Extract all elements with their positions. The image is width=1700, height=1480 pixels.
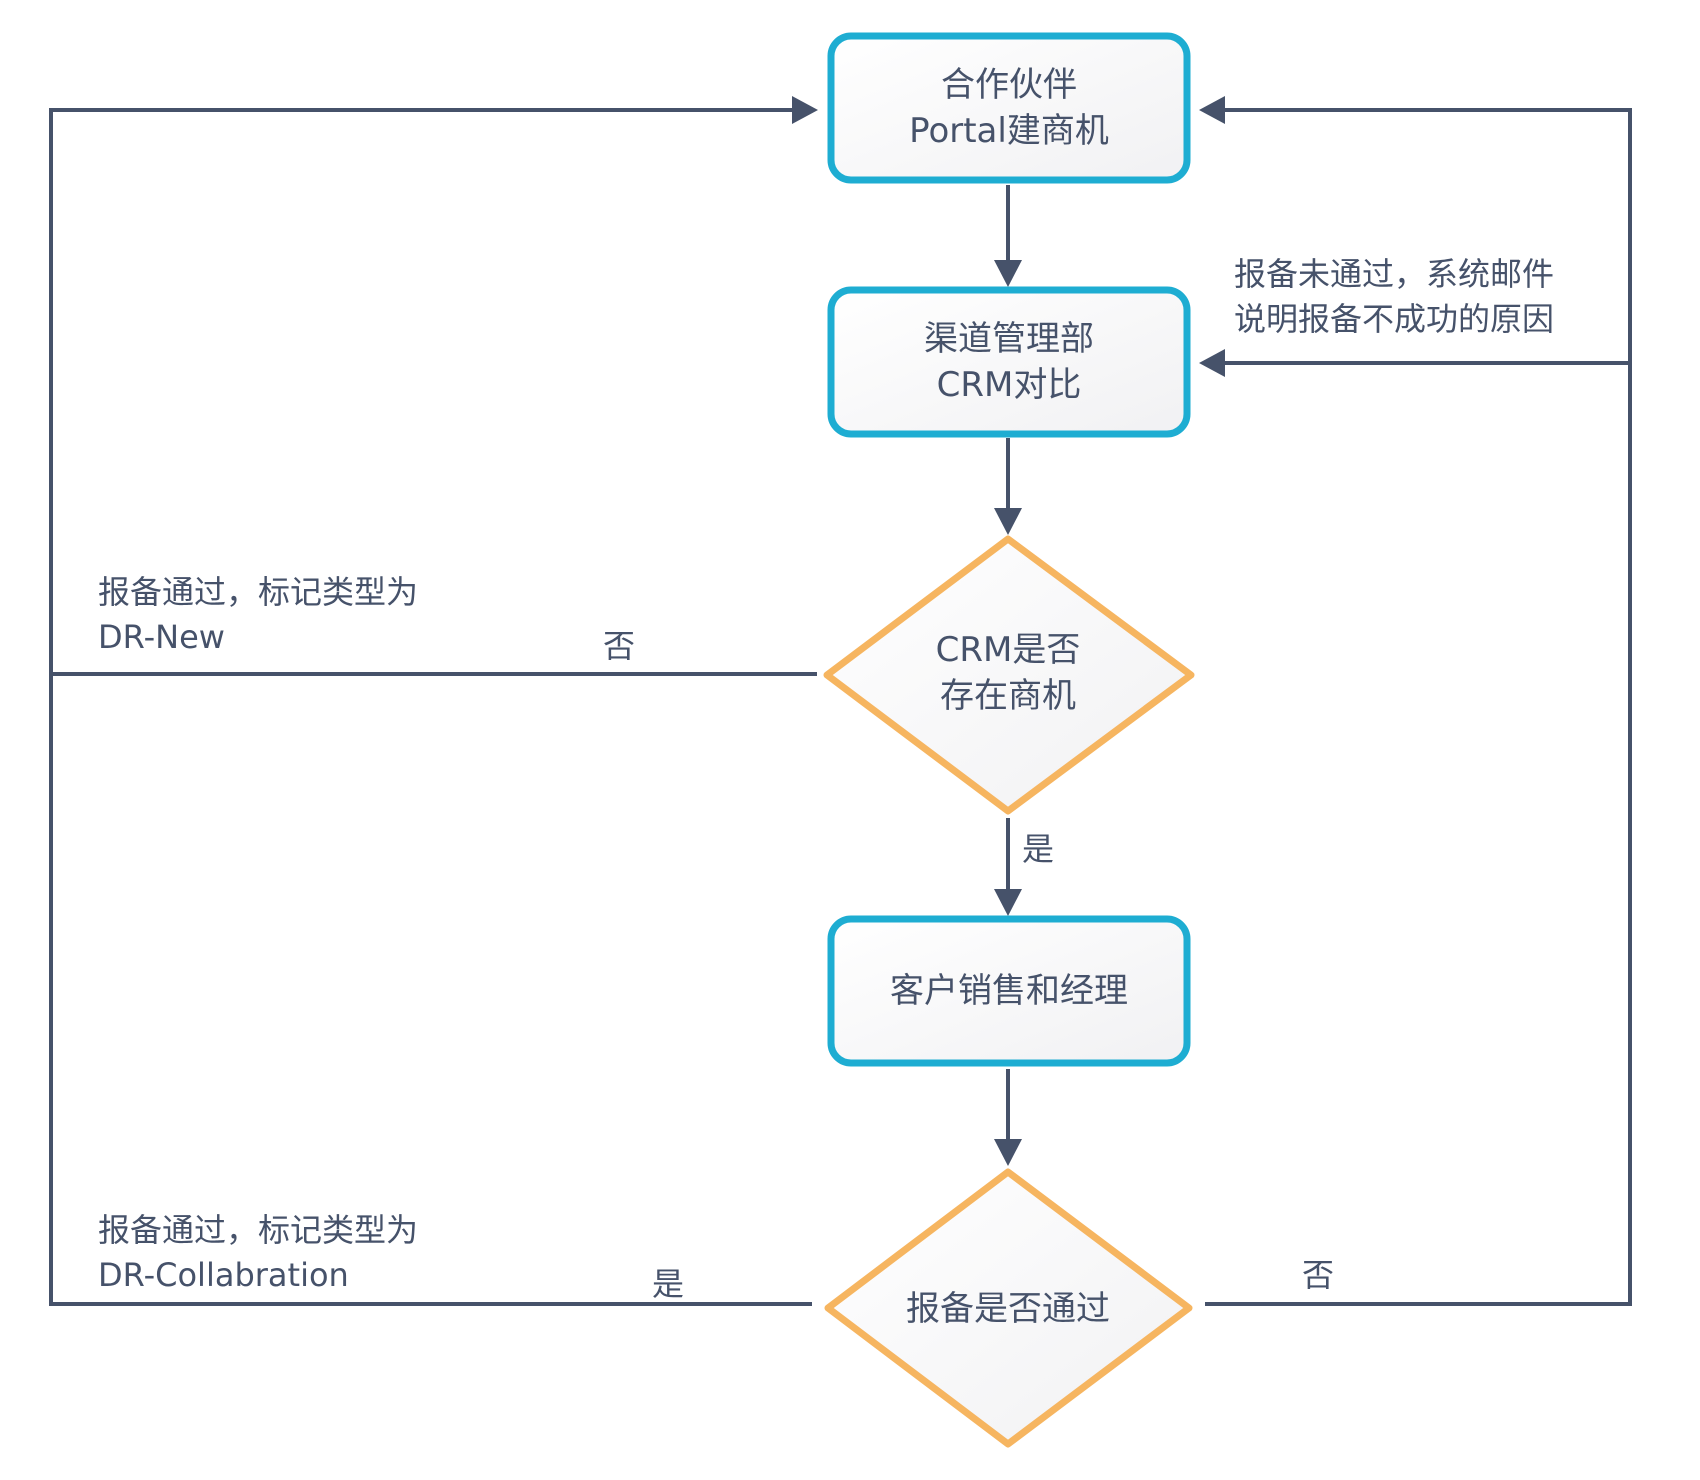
node-text-line: Portal建商机: [909, 111, 1109, 151]
node-partner-portal[interactable]: [827, 32, 1191, 184]
node-approval-decision[interactable]: [824, 1168, 1193, 1448]
rejected-note: 报备未通过，系统邮件 说明报备不成功的原因: [1234, 252, 1554, 342]
arrowhead-right: [792, 96, 818, 124]
node-channel-crm-label: 渠道管理部 CRM对比: [831, 316, 1187, 408]
note-line: DR-New: [98, 618, 225, 656]
edge-label-approval-no: 否: [1302, 1256, 1335, 1294]
edge-approval-no-loop: [1205, 108, 1632, 1306]
edge-label-crm-exists-no: 否: [603, 627, 636, 665]
arrowhead-down: [994, 889, 1022, 916]
edge-label-approval-yes: 是: [652, 1265, 685, 1303]
node-text-line: 渠道管理部: [924, 319, 1094, 359]
note-line: DR-Collabration: [98, 1256, 349, 1294]
node-crm-exists-decision[interactable]: [823, 535, 1195, 815]
node-text-line: CRM对比: [936, 365, 1082, 405]
edge-decision-no-loop: [49, 108, 817, 676]
arrowhead-left: [1199, 96, 1225, 124]
node-sales-manager-label: 客户销售和经理: [831, 968, 1187, 1014]
node-crm-exists-label: CRM是否 存在商机: [858, 627, 1158, 719]
node-approval-label: 报备是否通过: [858, 1286, 1158, 1332]
arrowhead-left: [1199, 349, 1225, 377]
edge-approval-yes-loop: [49, 674, 812, 1306]
note-line: 报备未通过，系统邮件: [1234, 255, 1555, 293]
dr-new-note: 报备通过，标记类型为 DR-New: [98, 570, 418, 660]
arrowhead-down: [994, 1139, 1022, 1166]
node-channel-crm[interactable]: [827, 286, 1191, 438]
dr-collab-note: 报备通过，标记类型为 DR-Collabration: [98, 1208, 418, 1298]
node-text-line: 合作伙伴: [941, 65, 1077, 105]
note-line: 报备通过，标记类型为: [98, 573, 419, 611]
arrowhead-down: [994, 508, 1022, 535]
node-sales-manager[interactable]: [827, 915, 1191, 1067]
node-text-line: 存在商机: [940, 676, 1076, 716]
note-line: 报备通过，标记类型为: [98, 1211, 419, 1249]
arrowhead-down: [994, 260, 1022, 287]
node-partner-portal-label: 合作伙伴 Portal建商机: [831, 62, 1187, 154]
note-line: 说明报备不成功的原因: [1234, 300, 1555, 338]
edge-label-crm-exists-yes: 是: [1022, 830, 1055, 868]
node-text-line: 客户销售和经理: [890, 971, 1128, 1011]
node-text-line: 报备是否通过: [906, 1289, 1110, 1329]
node-text-line: CRM是否: [935, 630, 1081, 670]
